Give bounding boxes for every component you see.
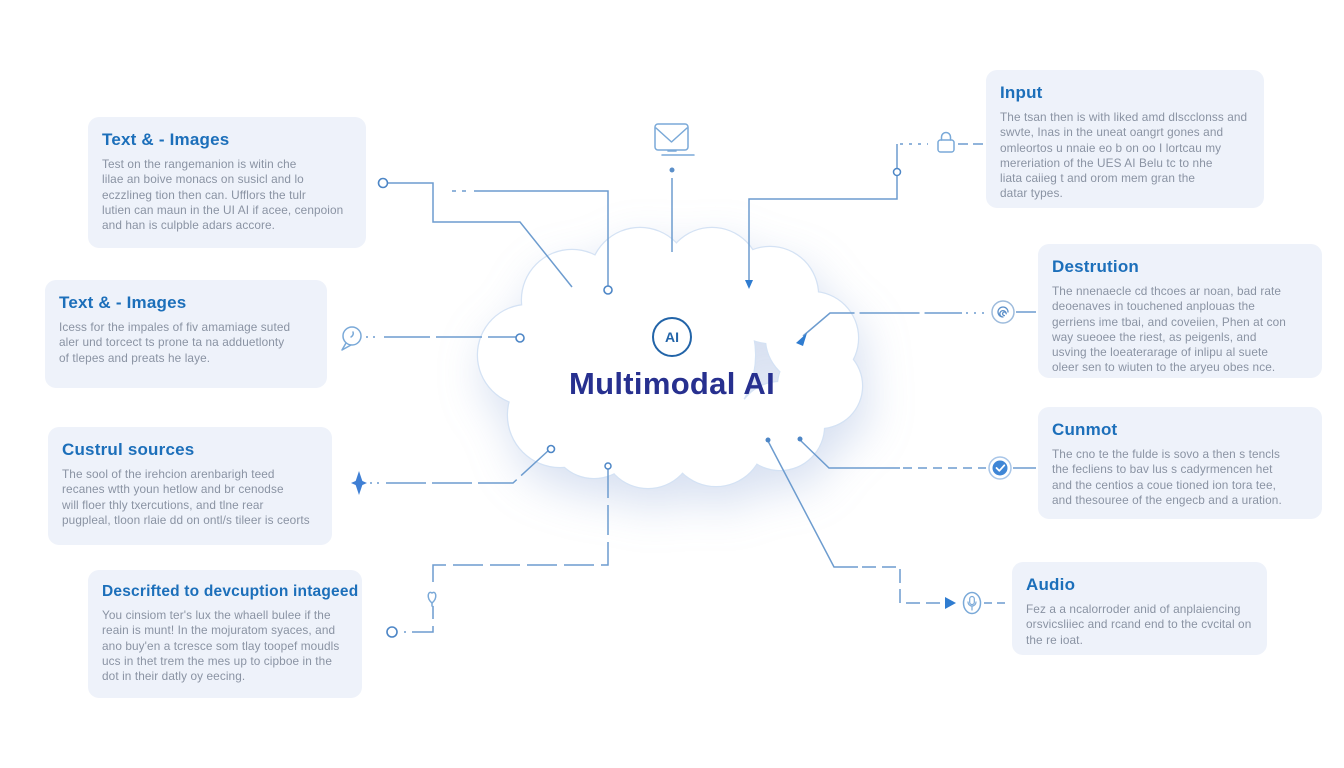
- microphone-icon: [962, 591, 982, 615]
- node-box-described: Descrifted to devcuption intageed You ci…: [88, 570, 362, 698]
- connector-box3: [386, 449, 550, 484]
- connector-box1-a: [388, 182, 573, 288]
- envelope-icon: [654, 123, 695, 156]
- node-body: The nnenaecle cd thcoes ar noan, bad rat…: [1052, 284, 1286, 375]
- node-title: Input: [1000, 83, 1043, 102]
- node-box-cunmot: Cunmot The cno te the fulde is sovo a th…: [1038, 407, 1322, 519]
- node-body: Icess for the impales of fiv amamiage su…: [59, 320, 291, 365]
- node-box-destrution: Destrution The nnenaecle cd thcoes ar no…: [1038, 244, 1322, 378]
- node-box-input: Input The tsan then is with liked amd dl…: [986, 70, 1264, 208]
- chat-bubble-icon: [341, 326, 362, 351]
- connector-audio-dash: [862, 566, 940, 604]
- ai-badge: AI: [652, 317, 692, 357]
- cloud-shape: [476, 226, 864, 490]
- node-body: The tsan then is with liked amd dlscclon…: [1000, 110, 1248, 201]
- node-body: Test on the rangemanion is witin che lil…: [102, 157, 344, 233]
- leaf-icon: [423, 588, 441, 607]
- node-box-audio: Audio Fez a a ncalorroder anid of anplai…: [1012, 562, 1267, 655]
- check-badge-icon: [988, 456, 1012, 480]
- node-body: The sool of the irehcion arenbarigh teed…: [62, 467, 310, 527]
- lock-icon: [937, 131, 955, 153]
- node-box-custrul-sources: Custrul sources The sool of the irehcion…: [48, 427, 332, 545]
- node-title: Cunmot: [1052, 420, 1118, 439]
- node-title: Descrifted to devcuption intageed: [102, 583, 359, 600]
- node-title: Custrul sources: [62, 440, 195, 459]
- connector-destrution: [802, 312, 962, 337]
- node-box-text-images-1: Text & - Images Test on the rangemanion …: [88, 117, 366, 248]
- diagram-title: Multimodal AI: [569, 366, 775, 401]
- node-title: Text & - Images: [102, 130, 230, 149]
- connector-box1-b: [474, 190, 609, 286]
- node-title: Destrution: [1052, 257, 1139, 276]
- node-body: The cno te the fulde is sovo a then s te…: [1052, 447, 1282, 507]
- connector-lines: [366, 143, 1036, 633]
- node-title: Audio: [1026, 575, 1076, 594]
- spiral-icon: [991, 300, 1015, 324]
- connector-nodes: [377, 167, 956, 638]
- node-body: Fez a a ncalorroder anid of anplaiencing…: [1026, 602, 1252, 647]
- connector-box4: [412, 468, 609, 633]
- node-body: You cinsiom ter's lux the whaell bulee i…: [102, 608, 340, 684]
- connector-cunmot: [799, 439, 900, 469]
- node-title: Text & - Images: [59, 293, 187, 312]
- spark-icon: [351, 471, 367, 495]
- connector-audio: [767, 440, 858, 568]
- node-box-text-images-2: Text & - Images Icess for the impales of…: [45, 280, 327, 388]
